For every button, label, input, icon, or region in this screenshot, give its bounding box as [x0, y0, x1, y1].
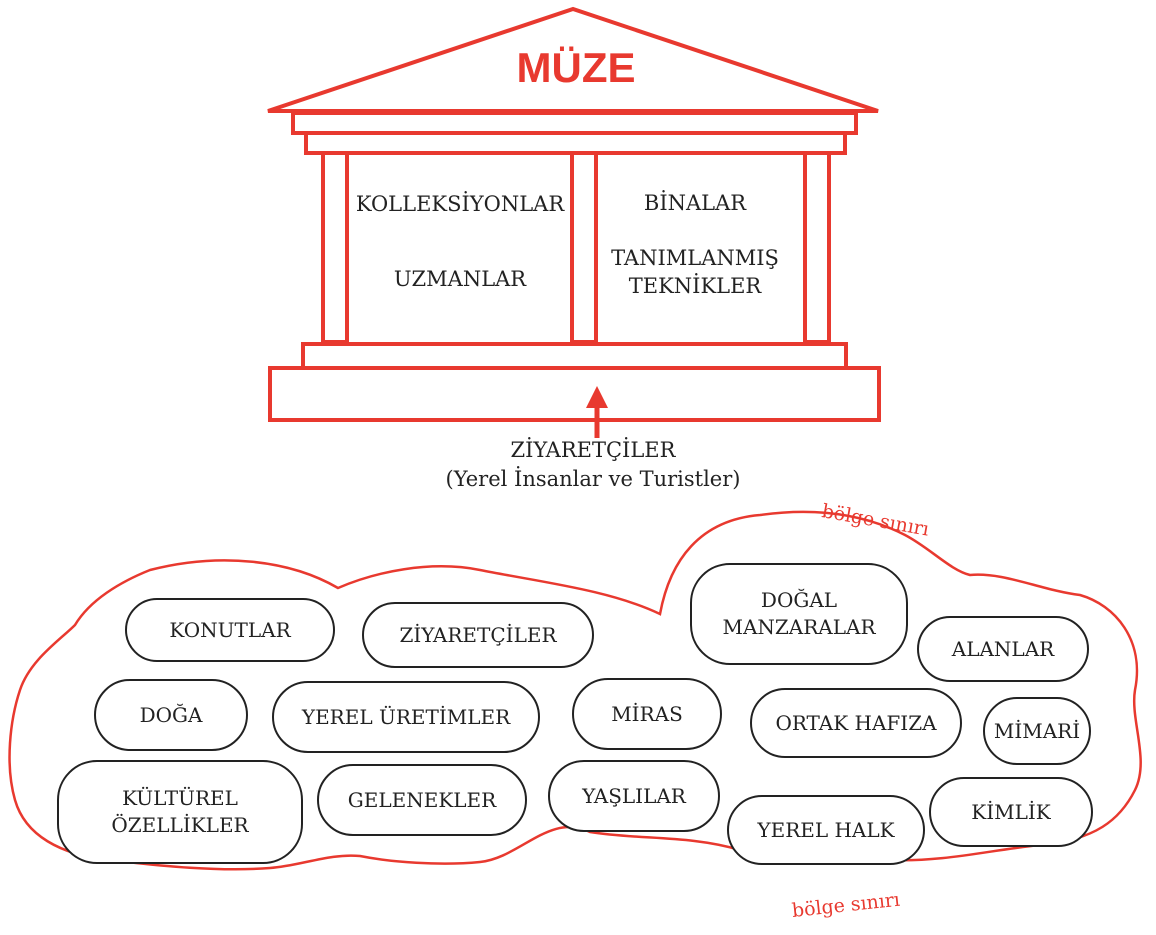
visitors-sublabel: (Yerel İnsanlar ve Turistler): [445, 467, 741, 491]
concept-local-products: YEREL ÜRETİMLER: [272, 681, 540, 753]
column-center: [570, 151, 598, 344]
concept-collective-memory: ORTAK HAFIZA: [750, 688, 962, 758]
column-right-outer: [803, 151, 831, 344]
concept-architecture: MİMARİ: [983, 697, 1091, 765]
concept-cultural-features: KÜLTÜREL ÖZELLİKLER: [57, 760, 303, 864]
label-collections: KOLLEKSİYONLAR: [355, 192, 565, 216]
label-defined-techniques-line2: TEKNİKLER: [628, 274, 762, 298]
visitor-arrow-head: [586, 386, 608, 408]
museum-title: MÜZE: [516, 44, 636, 91]
concept-identity: KİMLİK: [929, 777, 1093, 847]
visitors-label: ZİYARETÇİLER: [510, 438, 676, 462]
museum-entablature-bottom: [304, 131, 847, 155]
concept-areas: ALANLAR: [917, 616, 1089, 682]
concept-housing: KONUTLAR: [125, 598, 335, 662]
concept-local-people: YEREL HALK: [727, 795, 925, 865]
museum-entablature-top: [291, 111, 858, 135]
label-defined-techniques-line1: TANIMLANMIŞ: [611, 246, 779, 270]
column-left-outer: [321, 151, 349, 344]
concept-natural-landscapes: DOĞAL MANZARALAR: [690, 563, 908, 665]
concept-elderly: YAŞLILAR: [548, 760, 720, 832]
label-experts: UZMANLAR: [393, 267, 527, 291]
concept-traditions: GELENEKLER: [317, 764, 527, 836]
museum-base: [268, 366, 881, 422]
museum-stylobate: [301, 342, 848, 370]
label-buildings: BİNALAR: [643, 191, 747, 215]
concept-heritage: MİRAS: [572, 678, 722, 750]
concept-nature: DOĞA: [94, 679, 248, 751]
concept-visitors: ZİYARETÇİLER: [362, 602, 594, 668]
